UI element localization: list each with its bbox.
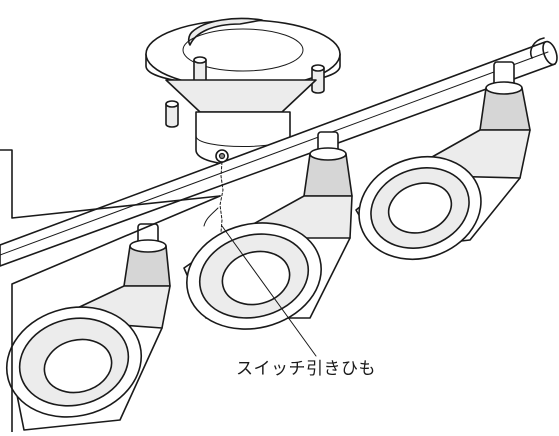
spotlight-left [5, 223, 171, 431]
mounting-screw [165, 100, 179, 128]
pull-cord-label: スイッチ引きひも [236, 359, 376, 379]
spotlight-middle [183, 131, 353, 330]
mounting-screw [311, 64, 325, 94]
detail-callout-frame [0, 149, 221, 433]
spotlight-right [355, 61, 531, 261]
leader-line [221, 225, 317, 357]
switch-pull-cord [203, 149, 229, 233]
track-bar [0, 37, 558, 267]
ceiling-plate [145, 17, 341, 89]
